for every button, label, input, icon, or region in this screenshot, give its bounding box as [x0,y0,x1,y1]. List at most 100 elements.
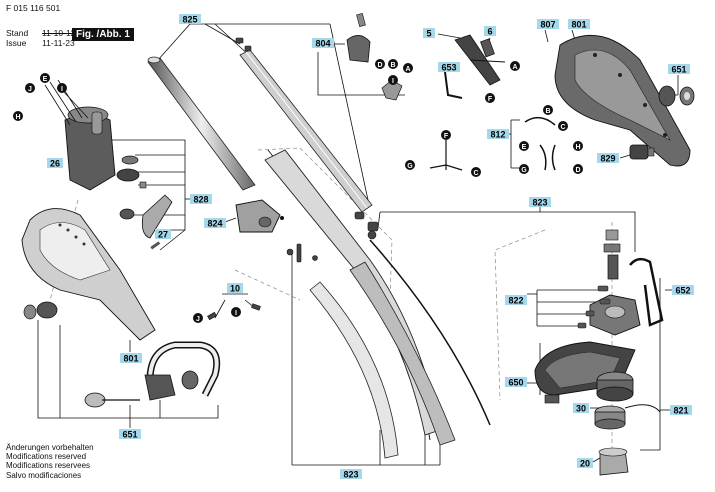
spool-assembly [594,371,661,476]
part-labels: 825 804 5 6 807 801 653 651 812 829 26 8… [47,14,694,480]
notes-block: Änderungen vorbehalten Modifications res… [6,443,94,480]
svg-text:822: 822 [508,296,523,306]
marker-G: G [519,164,529,174]
marker-E: E [40,73,50,83]
marker-B: B [388,59,398,69]
part-label-10: 10 [227,283,243,294]
svg-text:30: 30 [576,404,586,414]
svg-text:A: A [405,66,410,73]
part-label-650: 650 [505,377,527,388]
gear-head [589,229,641,336]
svg-text:823: 823 [343,470,358,480]
marker-B-2: B [543,105,553,115]
svg-text:27: 27 [158,230,168,240]
marker-A: A [403,63,413,73]
marker-D-2: D [573,164,583,174]
marker-J-2: J [193,313,203,323]
hex-key-653 [444,71,463,99]
svg-text:J: J [196,316,200,323]
part-label-812: 812 [487,129,509,140]
svg-text:F: F [488,96,493,103]
part-label-27: 27 [155,229,171,240]
svg-text:801: 801 [123,354,138,364]
marker-H: H [13,111,23,121]
note-line: Änderungen vorbehalten [6,443,94,452]
note-line: Modifications reserved [6,452,87,462]
svg-text:6: 6 [487,27,492,37]
svg-text:E: E [43,76,48,83]
shaft-tube [239,49,373,213]
svg-text:20: 20 [580,459,590,469]
svg-text:H: H [575,144,580,151]
svg-text:B: B [390,62,395,69]
svg-text:C: C [560,124,565,131]
svg-text:801: 801 [571,20,586,30]
marker-C: C [558,121,568,131]
note-line: Salvo modificaciones [6,470,82,480]
part-label-804: 804 [312,38,334,49]
part-label-822: 822 [505,295,527,306]
part-label-652: 652 [672,285,694,296]
doc-number: F 015 116 501 [6,3,61,13]
svg-text:821: 821 [673,406,688,416]
svg-text:I: I [61,86,63,93]
marker-E-2: E [519,141,529,151]
part-label-651-bottom: 651 [119,429,141,440]
marker-G-2: G [405,160,415,170]
switch-829 [629,144,655,160]
svg-text:650: 650 [508,378,523,388]
figure-label: Fig. /Abb. 1 [72,28,134,41]
svg-text:804: 804 [315,39,330,49]
svg-text:B: B [545,108,550,115]
svg-text:26: 26 [50,159,60,169]
part-label-828: 828 [190,194,212,205]
marker-F-2: F [441,130,451,140]
part-label-825: 825 [179,14,201,25]
svg-text:J: J [28,86,32,93]
leader-lines [37,23,679,466]
end-caps-651-right [658,85,695,107]
svg-text:I: I [392,78,394,85]
svg-text:10: 10 [230,284,240,294]
svg-text:824: 824 [207,219,222,229]
svg-text:G: G [407,163,413,170]
svg-text:C: C [473,170,478,177]
svg-text:807: 807 [540,20,555,30]
marker-C-2: C [471,167,481,177]
svg-text:651: 651 [671,65,686,75]
svg-text:825: 825 [182,15,197,25]
marker-A-2: A [510,61,520,71]
svg-text:812: 812 [490,130,505,140]
part-label-801-top: 801 [568,19,590,30]
svg-text:H: H [15,114,20,121]
cable-812 [524,116,556,171]
issue-label: Issue [6,38,27,48]
lower-curved-tube [264,149,491,459]
bracket-824 [235,199,284,233]
letter-markers: E J I H D B A I A F B C E H G D F G C J … [13,59,583,323]
clamp-804 [346,13,403,101]
svg-text:D: D [377,62,382,69]
svg-text:I: I [235,310,237,317]
part-label-829: 829 [597,153,619,164]
svg-text:G: G [521,167,527,174]
housing-half-left [21,208,156,341]
part-label-823-top: 823 [529,197,551,208]
part-label-30: 30 [573,403,589,414]
upper-shaft [147,56,256,191]
marker-H-2: H [573,141,583,151]
marker-F: F [485,93,495,103]
part-label-823-bottom: 823 [340,469,362,480]
stand-date: 11-10-12 [42,28,76,38]
svg-text:829: 829 [600,154,615,164]
marker-D: D [375,59,385,69]
svg-text:E: E [522,144,527,151]
motor-26 [44,79,116,191]
svg-text:D: D [575,167,580,174]
part-label-821: 821 [670,405,692,416]
part-label-807: 807 [537,19,559,30]
svg-text:A: A [512,64,517,71]
part-label-20: 20 [577,458,593,469]
